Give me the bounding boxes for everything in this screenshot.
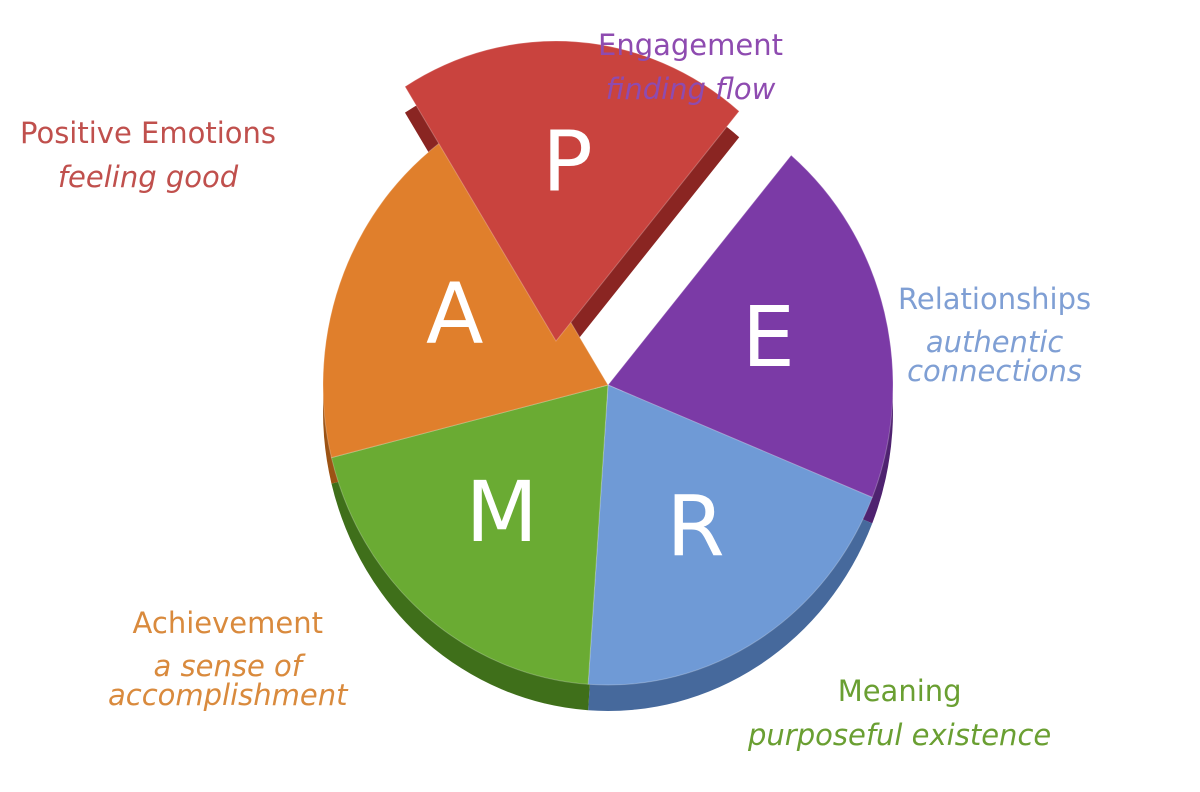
caption-meaning-title: Meaning [837,674,962,708]
slice-relationships [587,384,873,686]
slice-positive-emotions [404,40,740,342]
caption-achievement-description: a sense of accomplishment [108,649,348,713]
caption-relationships: Relationships authentic connections [898,284,1091,386]
slice-engagement [607,154,894,499]
caption-relationships-title: Relationships [898,282,1092,316]
slice-achievement [322,129,609,459]
slice-letter-meaning: M [465,463,537,561]
slice-letter-achievement: A [426,265,483,363]
pie-slices-layer [322,40,894,686]
caption-engagement: Engagement finding flow [598,30,783,105]
slice-letter-relationships: R [666,478,724,576]
caption-achievement-title: Achievement [132,606,323,640]
caption-achievement: Achievement a sense of accomplishment [108,608,348,710]
slice-letter-engagement: E [742,288,795,386]
caption-positive-emotions-description: feeling good [57,160,239,195]
caption-meaning-description: purposeful existence [748,718,1052,753]
caption-positive-emotions: Positive Emotions feeling good [20,118,276,193]
caption-positive-emotions-title: Positive Emotions [20,116,276,150]
caption-meaning: Meaning purposeful existence [748,676,1051,751]
slice-letter-positive-emotions: P [542,112,593,210]
caption-relationships-description: authentic connections [907,325,1083,389]
caption-engagement-title: Engagement [598,28,783,62]
slice-meaning [330,384,609,685]
caption-engagement-description: finding flow [605,72,776,107]
pie-letters-layer: ER M AP [426,112,795,575]
